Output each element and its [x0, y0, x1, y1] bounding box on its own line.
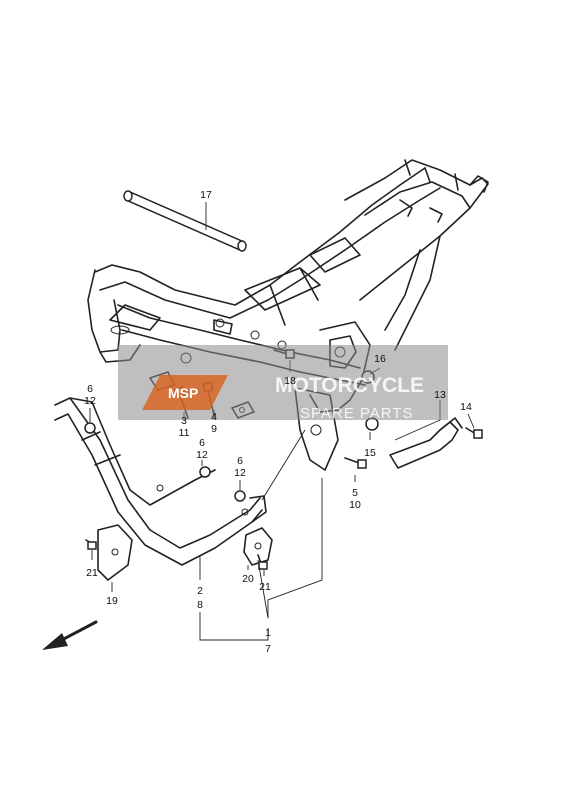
part-19-bracket — [97, 524, 133, 581]
callout-6c: 6 — [237, 455, 243, 467]
callout-18: 18 — [284, 375, 296, 387]
callout-9: 9 — [211, 423, 217, 435]
callout-6b: 6 — [199, 437, 205, 449]
callout-4: 4 — [211, 411, 217, 423]
callout-21a: 21 — [86, 567, 98, 579]
part-17-bar — [123, 190, 247, 252]
callout-6a: 6 — [87, 383, 93, 395]
callout-7: 7 — [265, 643, 271, 655]
callout-20: 20 — [242, 573, 254, 585]
callout-5: 5 — [352, 487, 358, 499]
callout-2: 2 — [197, 585, 203, 597]
callout-8: 8 — [197, 599, 203, 611]
callout-13: 13 — [434, 389, 446, 401]
part-20-bracket — [243, 527, 273, 566]
callout-15: 15 — [364, 447, 376, 459]
callout-14: 14 — [460, 401, 472, 413]
lower-cradle — [54, 397, 267, 566]
callout-16: 16 — [374, 353, 386, 365]
callout-12b: 12 — [196, 449, 208, 461]
callouts: 17 16 18 6 12 3 11 4 9 6 12 6 12 13 14 1… — [84, 189, 472, 655]
callout-21b: 21 — [259, 581, 271, 593]
callout-1: 1 — [265, 627, 271, 639]
watermark-line2: SPARE PARTS — [300, 405, 414, 422]
direction-arrow-icon — [42, 620, 98, 650]
callout-3: 3 — [181, 415, 187, 427]
callout-11: 11 — [179, 427, 190, 439]
watermark: MSP MOTORCYCLE SPARE PARTS — [118, 345, 448, 422]
callout-17: 17 — [200, 189, 212, 201]
callout-10: 10 — [349, 499, 361, 511]
callout-19: 19 — [106, 595, 118, 607]
leader-lines — [89, 202, 475, 641]
callout-12c: 12 — [234, 467, 246, 479]
watermark-line1: MOTORCYCLE — [275, 374, 424, 397]
watermark-logo-text: MSP — [168, 385, 198, 401]
part-13-bracket — [389, 417, 463, 469]
watermark-logo-icon — [142, 375, 228, 410]
callout-12a: 12 — [84, 395, 96, 407]
